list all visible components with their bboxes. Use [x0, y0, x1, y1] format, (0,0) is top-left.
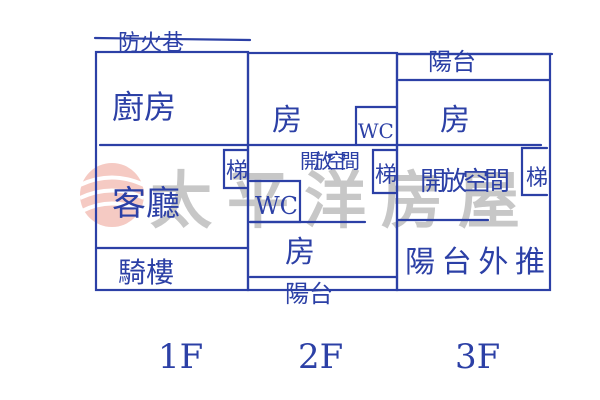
- label-living: 客廳: [112, 184, 180, 224]
- label-kitchen: 廚房: [112, 88, 176, 126]
- label-stairs-2f: 梯: [375, 163, 397, 188]
- floor-1f: 防火巷 廚房 客廳 梯 騎樓: [93, 31, 252, 292]
- label-wc-bottom: WC: [255, 192, 298, 220]
- label-balcony-3f: 陽台: [428, 48, 476, 76]
- label-stairs-1f: 梯: [226, 159, 248, 184]
- label-stairs-3f: 梯: [526, 166, 548, 191]
- floor-3f: 陽台 房 開放空間 梯 陽台外推: [395, 48, 554, 292]
- label-room-bottom-2f: 房: [285, 235, 315, 270]
- label-room-top-2f: 房: [272, 103, 302, 138]
- label-arcade: 騎樓: [118, 256, 174, 289]
- label-balcony-extension: 陽台外推: [405, 245, 545, 280]
- floor-label-3f: 3F: [455, 337, 500, 377]
- floor-label-1f: 1F: [158, 337, 203, 377]
- watermark-text: 太平洋房屋: [150, 164, 520, 237]
- floor-label-2f: 2F: [298, 337, 343, 377]
- label-open-space-2f: 開放空間: [300, 149, 360, 173]
- label-wc-top: WC: [358, 119, 394, 143]
- label-alley: 防火巷: [118, 31, 184, 56]
- label-balcony-2f: 陽台: [285, 280, 333, 308]
- label-open-space-3f: 開放空間: [420, 167, 510, 197]
- label-room-3f: 房: [440, 103, 470, 138]
